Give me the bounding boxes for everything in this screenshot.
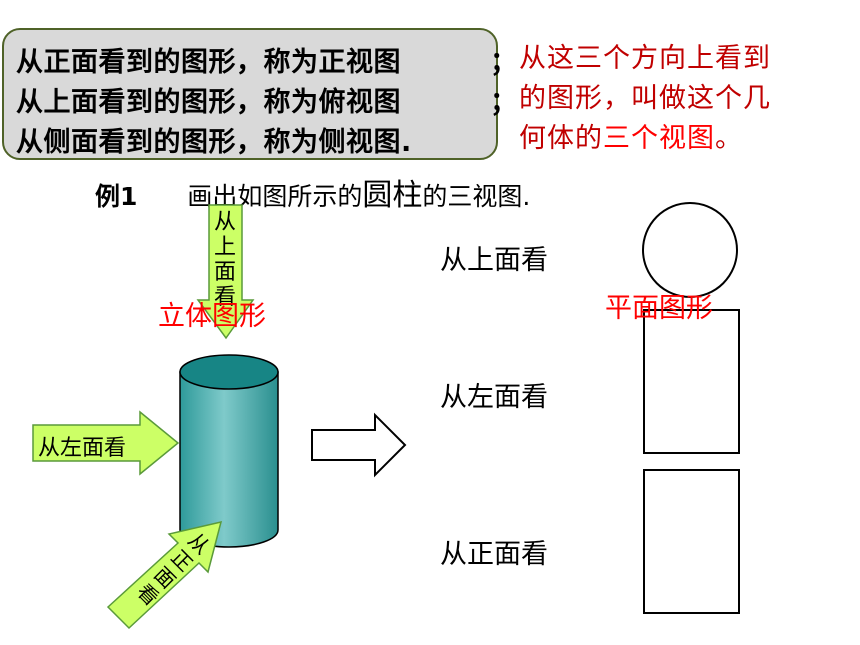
definition-front: 从正面看到的图形，称为正视图 bbox=[16, 47, 401, 78]
note-emphasis: 三个视图 bbox=[603, 123, 715, 154]
definition-top: 从上面看到的图形，称为俯视图 bbox=[16, 87, 401, 118]
top-arrow-char-2: 上 bbox=[214, 235, 237, 260]
view-label-top: 从上面看 bbox=[440, 245, 548, 276]
view-label-front: 从正面看 bbox=[440, 539, 548, 570]
top-arrow-char-4: 看 bbox=[214, 285, 237, 310]
note-line-3: 何体的三个视图。 bbox=[519, 123, 743, 154]
view-label-left: 从左面看 bbox=[440, 382, 548, 413]
plane-figure-label: 平面图形 bbox=[605, 293, 713, 324]
note-line-1: 从这三个方向上看到 bbox=[519, 43, 771, 74]
front-view-arrow bbox=[106, 520, 223, 630]
solid-figure-label: 立体图形 bbox=[158, 301, 266, 332]
semicolon-1: ； bbox=[490, 47, 517, 78]
top-view-arrow bbox=[196, 204, 255, 340]
transform-arrow bbox=[311, 412, 407, 478]
left-view-arrow bbox=[32, 410, 180, 476]
semicolon-2: ； bbox=[490, 87, 517, 118]
example-label: 例1 bbox=[95, 182, 138, 211]
front-view-rect bbox=[643, 469, 740, 614]
cylinder-solid bbox=[179, 354, 279, 548]
definition-box bbox=[2, 28, 498, 160]
top-arrow-char-3: 面 bbox=[214, 260, 237, 285]
note-line-2: 的图形，叫做这个几 bbox=[519, 83, 771, 114]
top-arrow-char-1: 从 bbox=[214, 210, 237, 235]
example-cylinder-word: 圆柱 bbox=[362, 178, 423, 213]
definition-side: 从侧面看到的图形，称为侧视图. bbox=[16, 127, 412, 158]
left-view-rect bbox=[643, 309, 740, 454]
top-view-circle bbox=[642, 202, 738, 298]
left-arrow-label: 从左面看 bbox=[38, 436, 127, 461]
